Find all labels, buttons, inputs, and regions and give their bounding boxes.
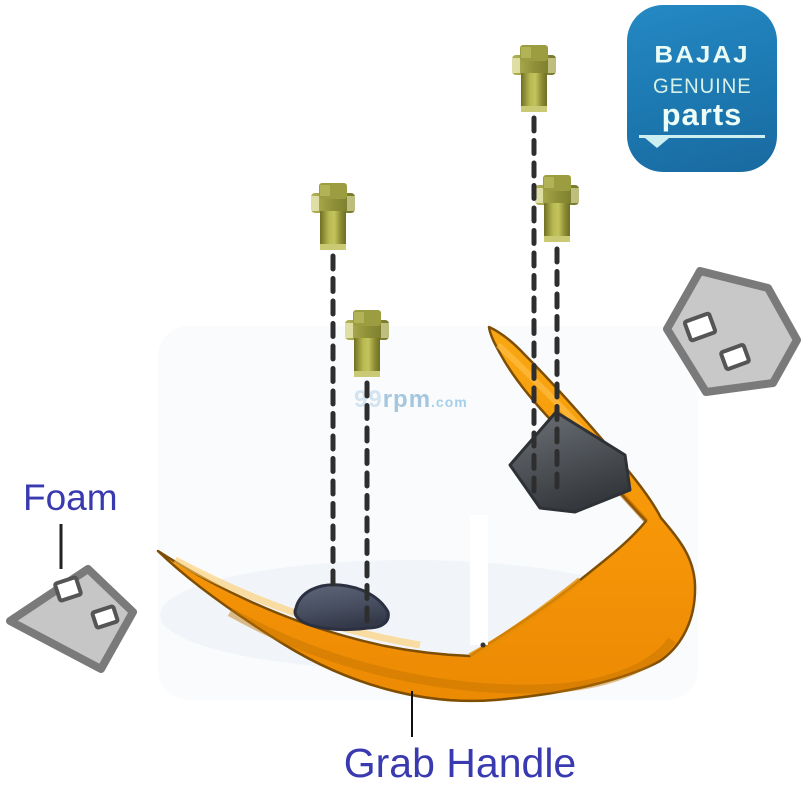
bolt-icon-2 — [311, 183, 355, 250]
bolt-icon-3 — [535, 175, 579, 242]
bolt-icon-1 — [512, 45, 556, 112]
bajaj-genuine-parts-badge: BAJAJ GENUINE parts — [627, 5, 777, 172]
badge-brand-text: BAJAJ — [654, 40, 750, 68]
badge-genuine-text: GENUINE — [652, 75, 752, 98]
foam-pad-top-right — [663, 267, 801, 396]
foam-pad-bottom-left — [6, 565, 137, 673]
down-arrow-icon — [645, 138, 669, 148]
erase-artifact — [470, 515, 488, 648]
grab-handle-label: Grab Handle — [343, 740, 577, 786]
badge-parts-text: parts — [661, 97, 743, 132]
dashed-guide-lines — [330, 115, 560, 627]
foam-label: Foam — [23, 477, 118, 518]
mounting-pad-right — [508, 410, 632, 514]
badge-underline — [639, 135, 765, 148]
